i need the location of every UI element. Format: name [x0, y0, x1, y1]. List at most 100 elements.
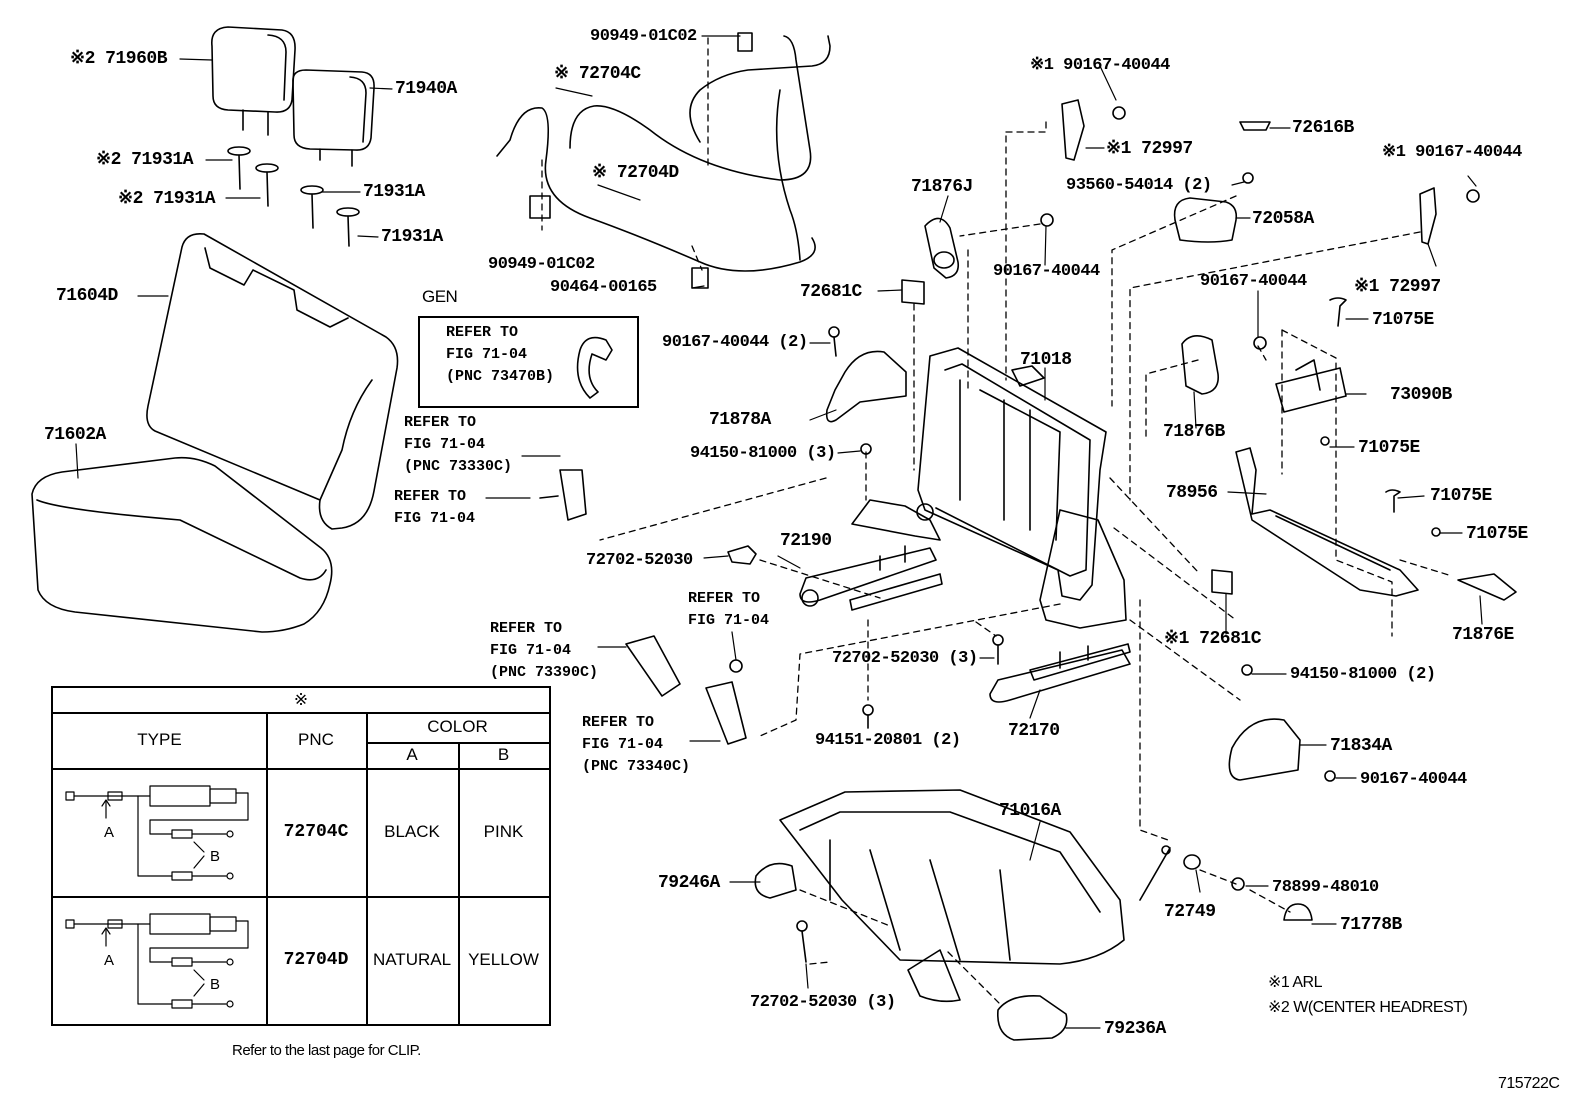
cover-71876J-drawing — [924, 217, 960, 279]
part-label-90167-40044-right-top: ※1 90167-40044 — [1382, 143, 1522, 162]
cover-71834A-drawing — [1228, 718, 1301, 781]
part-label-71604D: 71604D — [56, 286, 118, 306]
part-label-78899-48010: 78899-48010 — [1272, 878, 1379, 897]
part-label-93560-54014: 93560-54014 (2) — [1066, 176, 1212, 195]
refer-note-73390C: REFER TO FIG 71-04 (PNC 73390C) — [490, 620, 599, 681]
base-71016A-drawing — [779, 789, 1171, 1003]
gen-belt-drawing — [576, 336, 613, 399]
refer-note-fig-71-04-mid: REFER TO FIG 71-04 — [688, 590, 770, 629]
gen-title: GEN — [422, 287, 458, 306]
cables-drawing — [496, 32, 831, 289]
part-label-90167-40044-right-mid: 90167-40044 — [1200, 272, 1307, 291]
part-label-71876J: 71876J — [911, 177, 973, 197]
part-label-71876E: 71876E — [1452, 625, 1514, 645]
table-row1-pnc: 72704C — [283, 822, 349, 842]
note-center-headrest: ※2 W(CENTER HEADREST) — [1268, 999, 1468, 1016]
leader-lines — [75, 35, 1483, 1029]
buckle-73330C-drawing — [539, 469, 587, 521]
table-row2-pnc: 72704D — [283, 950, 349, 970]
part-label-71834A: 71834A — [1330, 736, 1392, 756]
table-header-color-b: B — [497, 745, 510, 764]
part-label-72702-52030-3: 72702-52030 (3) — [832, 649, 978, 668]
part-label-90167-40044-mid: 90167-40044 — [993, 262, 1100, 281]
part-label-71602A: 71602A — [44, 425, 106, 445]
part-label-94150-81000-2: 94150-81000 (2) — [1290, 665, 1436, 684]
part-label-94151-20801: 94151-20801 (2) — [815, 731, 961, 750]
seat-back-drawing — [146, 232, 399, 530]
part-label-71878A: 71878A — [709, 410, 771, 430]
part-label-71931A-4: 71931A — [381, 227, 443, 247]
table-header-pnc: PNC — [298, 730, 334, 749]
table-row2-label-a: A — [103, 951, 114, 969]
figure-code: 715722C — [1498, 1075, 1560, 1092]
table-row1-label-a: A — [103, 823, 114, 841]
part-label-79246A: 79246A — [658, 873, 720, 893]
note-arl: ※1 ARL — [1268, 974, 1323, 991]
part-label-71876B: 71876B — [1163, 422, 1225, 442]
part-label-71075E-3: 71075E — [1430, 486, 1492, 506]
refer-note-73340C: REFER TO FIG 71-04 (PNC 73340C) — [582, 714, 691, 775]
part-label-90464-00165: 90464-00165 — [550, 278, 657, 297]
gen-reference-text: REFER TO FIG 71-04 (PNC 73470B) — [446, 324, 555, 385]
part-label-73090B: 73090B — [1390, 385, 1452, 405]
color-type-table: ※ TYPE PNC COLOR A B A B 72704C BLACK PI… — [51, 686, 551, 1026]
part-label-90167-40044-2: 90167-40044 (2) — [662, 333, 808, 352]
plate-73090B-drawing — [1275, 359, 1347, 413]
part-label-90949-01C02-bottom: 90949-01C02 — [488, 255, 595, 274]
table-header-type: TYPE — [137, 730, 182, 749]
table-row2-color-a: NATURAL — [372, 950, 452, 969]
part-label-71018: 71018 — [1020, 350, 1072, 370]
part-label-71016A: 71016A — [999, 801, 1061, 821]
part-label-94150-81000-3: 94150-81000 (3) — [690, 444, 836, 463]
part-label-71960B: ※2 71960B — [70, 49, 168, 69]
part-label-71075E-4: 71075E — [1466, 524, 1528, 544]
part-label-72616B: 72616B — [1292, 118, 1354, 138]
part-label-72997-left: ※1 72997 — [1106, 139, 1193, 159]
table-footnote: Refer to the last page for CLIP. — [232, 1042, 421, 1059]
part-label-79236A: 79236A — [1104, 1019, 1166, 1039]
clip-72749-drawing — [1183, 854, 1201, 870]
seat-cushion-drawing — [31, 456, 333, 633]
buckle-73390C-drawing — [625, 635, 681, 697]
cover-79246A-drawing — [754, 862, 797, 899]
rail-72190-drawing — [799, 545, 943, 611]
part-label-71075E-2: 71075E — [1358, 438, 1420, 458]
cover-79236A-drawing — [997, 994, 1068, 1041]
part-label-72702-52030-top: 72702-52030 — [586, 551, 693, 570]
part-label-72704D: ※ 72704D — [592, 163, 679, 183]
part-label-72749: 72749 — [1164, 902, 1216, 922]
headrest-center-drawing — [211, 26, 296, 136]
cover-72058A-drawing — [1173, 197, 1238, 243]
cover-71878A-drawing — [825, 350, 907, 423]
cover-71876E-drawing — [1457, 573, 1517, 601]
part-label-72058A: 72058A — [1252, 209, 1314, 229]
part-label-72702-52030-bottom: 72702-52030 (3) — [750, 993, 896, 1012]
table-type-sketches — [65, 785, 249, 1009]
rail-72170-drawing — [989, 643, 1131, 703]
part-label-72170: 72170 — [1008, 721, 1060, 741]
part-label-78956: 78956 — [1166, 483, 1218, 503]
cap-71778B-drawing — [1283, 903, 1313, 921]
part-label-90949-01C02-top: 90949-01C02 — [590, 27, 697, 46]
part-label-71931A-2: ※2 71931A — [118, 189, 216, 209]
part-label-72681C-top: 72681C — [800, 282, 862, 302]
part-label-71931A-1: ※2 71931A — [96, 150, 194, 170]
part-label-71075E-1: 71075E — [1372, 310, 1434, 330]
part-label-71778B: 71778B — [1340, 915, 1402, 935]
refer-note-fig-71-04: REFER TO FIG 71-04 — [394, 488, 476, 527]
headrest-drawing — [292, 69, 375, 167]
part-label-90167-40044-bottom: 90167-40044 — [1360, 770, 1467, 789]
table-row2-label-b: B — [209, 975, 220, 993]
part-label-72704C: ※ 72704C — [554, 64, 641, 84]
part-label-90167-40044-top: ※1 90167-40044 — [1030, 56, 1170, 75]
table-header-mark: ※ — [293, 690, 309, 709]
buckle-73340C-drawing — [705, 659, 747, 745]
table-header-color: COLOR — [427, 717, 488, 736]
seat-frame-drawing — [851, 347, 1127, 629]
cover-71876B-drawing — [1181, 335, 1219, 395]
table-header-color-a: A — [406, 745, 418, 764]
part-label-72190: 72190 — [780, 531, 832, 551]
part-label-71931A-3: 71931A — [363, 182, 425, 202]
plate-78956-drawing — [1235, 447, 1419, 597]
